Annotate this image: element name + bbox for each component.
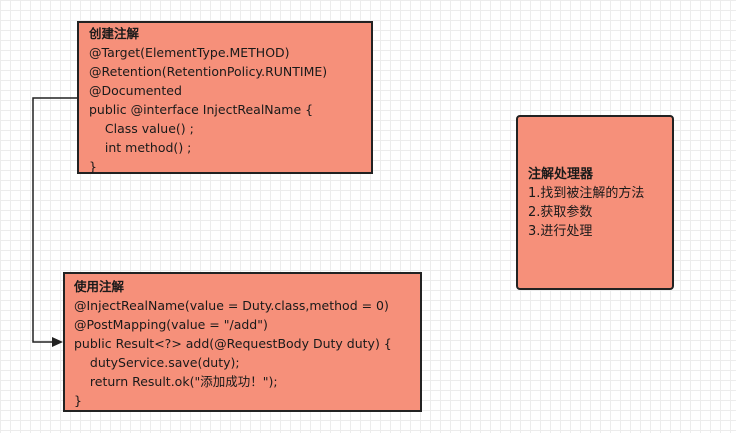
step-line: 3.进行处理 [528,224,593,239]
code-line: @Retention(RetentionPolicy.RUNTIME) [89,64,328,79]
connector-line [32,97,77,343]
annotation-processor-box[interactable]: 注解处理器 1.找到被注解的方法 2.获取参数 3.进行处理 [516,115,674,290]
code-line: @InjectRealName(value = Duty.class,metho… [74,298,389,313]
code-line: dutyService.save(duty); [74,355,240,370]
code-line: public Result<?> add(@RequestBody Duty d… [74,336,392,351]
code-line: return Result.ok("添加成功！"); [74,374,278,389]
arrowhead-icon [52,337,63,347]
step-line: 2.获取参数 [528,205,593,220]
use-annotation-box[interactable]: 使用注解 @InjectRealName(value = Duty.class,… [63,272,422,412]
code-line: @PostMapping(value = "/add") [74,317,268,332]
code-line: } [74,393,82,408]
create-annotation-box[interactable]: 创建注解 @Target(ElementType.METHOD) @Retent… [77,21,373,174]
code-line: @Target(ElementType.METHOD) [89,45,290,60]
code-line: int method() ; [89,140,192,155]
processor-box-title: 注解处理器 [528,167,594,182]
code-line: } [89,159,97,174]
code-line: Class value() ; [89,121,194,136]
use-box-title: 使用注解 [74,279,125,294]
create-box-title: 创建注解 [89,26,140,41]
code-line: @Documented [89,83,182,98]
step-line: 1.找到被注解的方法 [528,186,645,201]
code-line: public @interface InjectRealName { [89,102,314,117]
